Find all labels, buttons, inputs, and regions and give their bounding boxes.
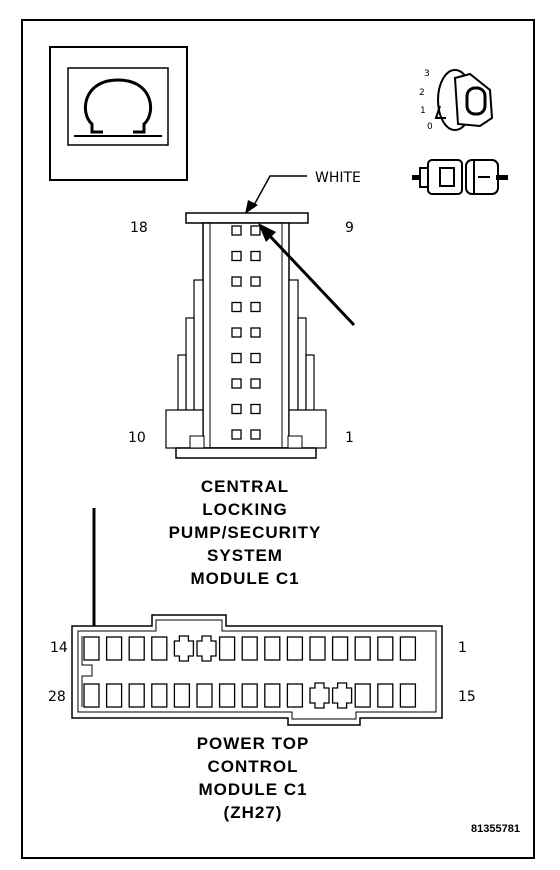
ohm-meter-icon bbox=[49, 46, 188, 181]
connector-color-label: WHITE bbox=[315, 170, 361, 186]
cavity bbox=[241, 683, 258, 708]
cavity bbox=[105, 683, 123, 708]
cavity bbox=[264, 636, 281, 661]
pin-label-10: 10 bbox=[128, 430, 146, 446]
pin-label-1b: 1 bbox=[458, 640, 467, 656]
cavity bbox=[250, 225, 261, 236]
cavity bbox=[83, 636, 100, 661]
cavity bbox=[354, 636, 371, 661]
connector-a-title-line-5: MODULE C1 bbox=[190, 569, 299, 588]
cavity bbox=[105, 636, 123, 661]
pin-label-1: 1 bbox=[345, 430, 354, 446]
cavity bbox=[377, 636, 394, 661]
connector-b: 14 1 28 15 POWER TOP CONTROL MODULE C1 (… bbox=[48, 508, 476, 822]
cavity bbox=[250, 276, 261, 287]
cavity bbox=[128, 636, 145, 661]
connector-a-title-line-3: PUMP/SECURITY bbox=[169, 523, 322, 542]
cavity bbox=[128, 683, 145, 708]
ignition-position-2: 2 bbox=[419, 88, 425, 98]
cavity-keyed bbox=[173, 635, 195, 662]
cavity bbox=[173, 683, 191, 708]
cavity bbox=[354, 683, 371, 708]
cavity bbox=[399, 636, 417, 661]
cavity bbox=[231, 378, 242, 389]
cavity bbox=[231, 403, 242, 415]
cavity-keyed bbox=[196, 635, 217, 662]
cavity-grid-b bbox=[83, 635, 417, 709]
cavity-grid-a bbox=[231, 225, 261, 440]
cavity bbox=[250, 301, 261, 313]
connector-a-title-line-2: LOCKING bbox=[202, 500, 287, 519]
cavity bbox=[218, 636, 236, 661]
connector-b-title-line-3: MODULE C1 bbox=[198, 780, 307, 799]
cavity bbox=[250, 250, 261, 262]
cavity bbox=[231, 250, 242, 262]
cavity bbox=[231, 225, 242, 236]
pin-label-15: 15 bbox=[458, 689, 476, 705]
cavity bbox=[309, 636, 326, 661]
connector-a-title-line-4: SYSTEM bbox=[207, 546, 283, 565]
cavity bbox=[250, 378, 261, 389]
pin-label-9: 9 bbox=[345, 220, 354, 236]
cavity bbox=[218, 683, 236, 708]
cavity bbox=[250, 352, 261, 364]
ignition-position-3: 3 bbox=[424, 69, 430, 79]
cavity bbox=[250, 429, 261, 440]
cavity bbox=[151, 683, 168, 708]
connector-a: WHITE 18 9 10 1 CENTRAL LOCKING PUMP bbox=[128, 170, 361, 588]
connector-disconnect-icon bbox=[412, 159, 508, 195]
cavity-keyed bbox=[331, 682, 353, 709]
probe-arrow-a bbox=[266, 232, 356, 327]
cavity bbox=[399, 683, 417, 708]
cavity bbox=[231, 352, 242, 364]
cavity bbox=[83, 683, 100, 708]
cavity bbox=[231, 327, 242, 338]
cavity bbox=[151, 636, 168, 661]
connector-b-title-line-4: (ZH27) bbox=[224, 803, 283, 822]
cavity bbox=[250, 327, 261, 338]
cavity bbox=[231, 301, 242, 313]
cavity bbox=[377, 683, 394, 708]
cavity bbox=[196, 683, 213, 708]
cavity bbox=[286, 683, 304, 708]
connector-a-title-line-1: CENTRAL bbox=[201, 477, 289, 496]
pin-label-14: 14 bbox=[50, 640, 68, 656]
cavity-keyed bbox=[309, 682, 330, 709]
cavity bbox=[241, 636, 258, 661]
cavity bbox=[331, 636, 349, 661]
cavity bbox=[250, 403, 261, 415]
figure-id: 81355781 bbox=[471, 823, 520, 835]
connector-b-title-line-1: POWER TOP bbox=[197, 734, 310, 753]
pin-label-18: 18 bbox=[130, 220, 148, 236]
ignition-position-0: 0 bbox=[427, 122, 433, 132]
ignition-key-icon: 3 2 1 0 bbox=[419, 69, 494, 132]
pin-label-28: 28 bbox=[48, 689, 66, 705]
cavity bbox=[264, 683, 281, 708]
cavity bbox=[231, 276, 242, 287]
ignition-position-1: 1 bbox=[420, 106, 426, 116]
diagram-frame bbox=[21, 19, 535, 859]
cavity bbox=[286, 636, 304, 661]
connector-b-title-line-2: CONTROL bbox=[207, 757, 298, 776]
cavity bbox=[231, 429, 242, 440]
